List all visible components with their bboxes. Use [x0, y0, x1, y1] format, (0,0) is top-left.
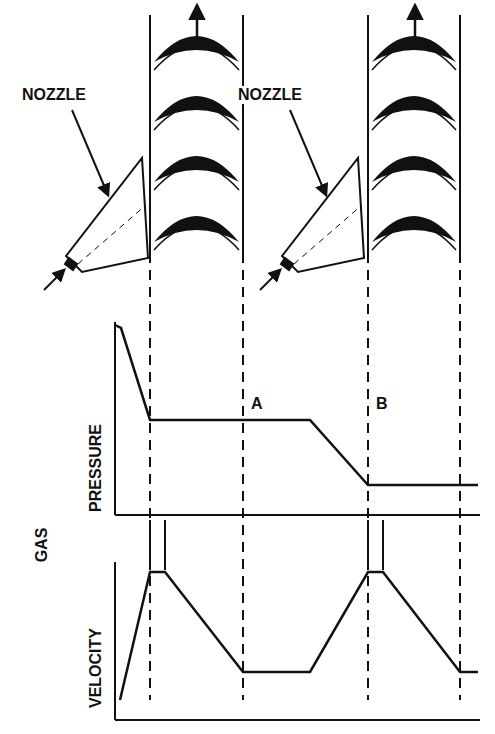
moving-blades — [154, 36, 239, 250]
nozzle-label: NOZZLE — [20, 86, 88, 104]
axis-label: VELOCITY — [87, 626, 105, 710]
moving-blades — [372, 36, 456, 250]
axis-label: PRESSURE — [87, 422, 105, 514]
axis-label: GAS — [33, 526, 51, 565]
nozzle-inlet-arrows — [44, 110, 326, 290]
blade-edge — [372, 46, 456, 70]
blade-edge — [372, 226, 456, 250]
velocity-chart — [115, 520, 480, 720]
pressure-chart — [115, 322, 480, 515]
blade-edge — [372, 166, 456, 190]
stage-boundaries — [150, 15, 460, 700]
blade-edge — [154, 106, 239, 130]
stage-marker: A — [249, 395, 265, 413]
nozzle-label: NOZZLE — [236, 86, 304, 104]
blade-edge — [154, 46, 239, 70]
stage-marker: B — [374, 395, 390, 413]
rotation-arrows — [197, 6, 415, 40]
blade-edge — [154, 166, 239, 190]
blade-edge — [372, 106, 456, 130]
blade-edge — [154, 226, 239, 250]
nozzles — [65, 158, 364, 272]
blade-row-walls — [150, 20, 460, 255]
